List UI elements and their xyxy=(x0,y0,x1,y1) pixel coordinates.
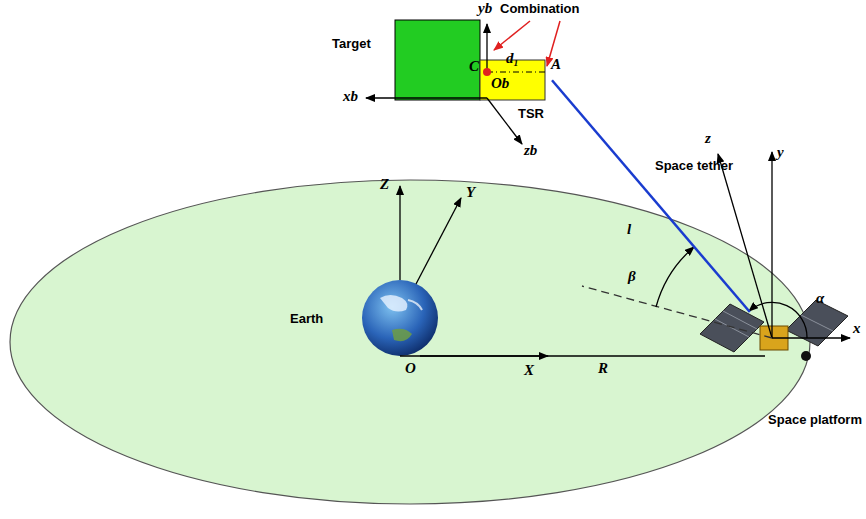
axis-label: zb xyxy=(524,142,537,159)
node-title: Space platform xyxy=(768,412,862,427)
axis-label: X xyxy=(524,362,534,379)
point-label: O xyxy=(405,360,416,377)
axis-label: Z xyxy=(380,176,389,193)
axis-label: z xyxy=(705,130,711,147)
annotation-label: Combination xyxy=(500,1,579,16)
distance-label: R xyxy=(598,360,608,377)
angle-label: β xyxy=(628,268,636,285)
inertial-axes xyxy=(400,186,765,356)
angle-label: α xyxy=(816,290,824,307)
node-title: TSR xyxy=(518,106,544,121)
combination-body xyxy=(395,20,545,100)
point-label: Ob xyxy=(491,75,509,92)
combination-pointers xyxy=(494,21,560,66)
axis-label: xb xyxy=(343,88,358,105)
edge-label: l xyxy=(627,221,631,238)
satellite-platform xyxy=(700,300,848,361)
platform-axes xyxy=(582,152,850,338)
axis-label: y xyxy=(777,144,784,161)
space-platform: Space platform xyxy=(745,312,864,434)
part-label: Space tether xyxy=(655,158,733,173)
orbit-ellipse xyxy=(10,180,810,504)
axis-label: x xyxy=(853,320,861,337)
axis-label: Y xyxy=(466,184,475,201)
dimension-label: d₁ xyxy=(506,50,519,67)
mass-center-dot xyxy=(483,68,491,76)
point-label: C xyxy=(469,58,479,75)
axis-label: yb xyxy=(478,0,492,17)
part-label: Earth xyxy=(290,311,323,326)
earth-globe xyxy=(362,280,438,356)
body-axes xyxy=(366,24,522,144)
tether-line xyxy=(552,80,750,312)
point-label: A xyxy=(551,56,561,73)
node-title: Target xyxy=(332,36,371,51)
tsr-robot: TSR xyxy=(480,60,552,122)
